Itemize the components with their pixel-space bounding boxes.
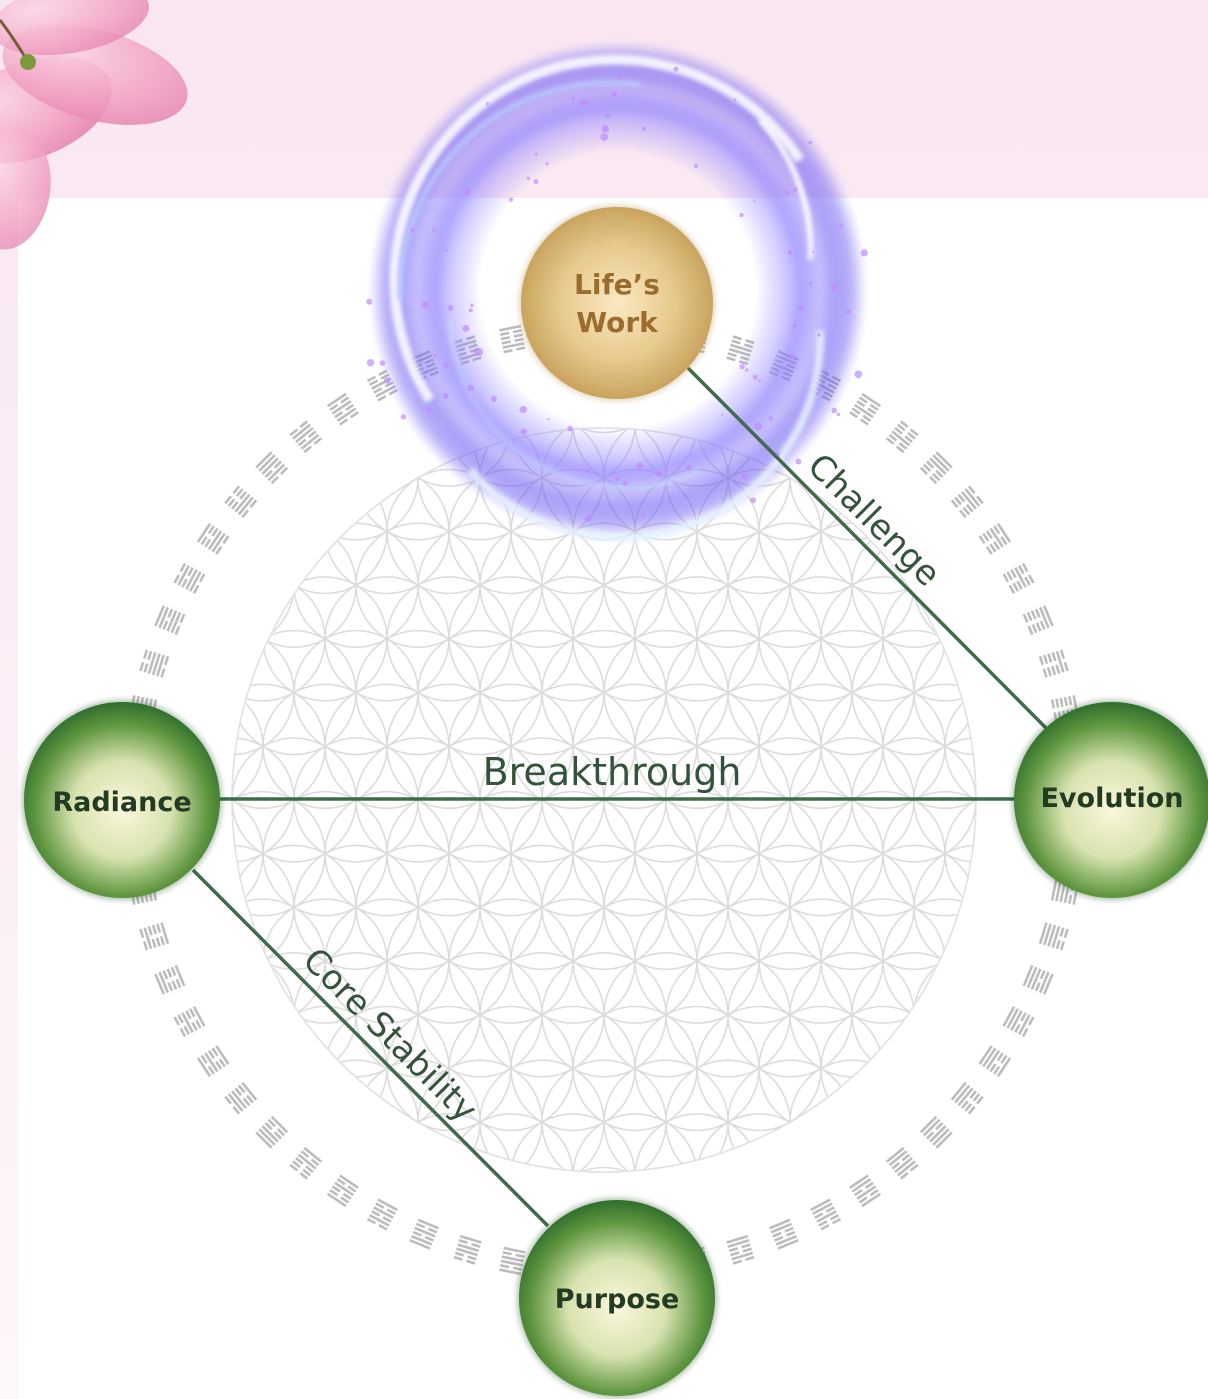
sparkle-dot (585, 515, 592, 522)
sparkle-dot (742, 473, 748, 479)
sparkle-dot (785, 190, 790, 195)
node-purpose-label: Purpose (555, 1284, 680, 1315)
sparkle-dot (367, 359, 374, 366)
node-evolution: Evolution (1012, 700, 1208, 900)
sparkle-dot (753, 200, 755, 202)
sparkle-dot (605, 113, 610, 118)
sparkle-dot (432, 229, 435, 232)
sparkle-dot (750, 497, 756, 503)
sparkle-dot (721, 414, 723, 416)
sparkle-dot (835, 286, 838, 289)
sparkle-dot (839, 223, 843, 227)
sparkle-dot (641, 514, 645, 518)
sparkle-dot (366, 299, 372, 305)
sparkle-dot (469, 308, 473, 312)
sparkle-dot (616, 75, 621, 80)
sparkle-dot (734, 98, 737, 101)
sparkle-dot (521, 429, 527, 435)
sparkle-dot (745, 368, 748, 371)
sparkle-dot (600, 133, 608, 141)
sparkle-dot (475, 348, 483, 356)
sparkle-dot (433, 354, 437, 358)
sparkle-dot (567, 426, 573, 432)
sparkle-dot (443, 393, 449, 399)
sparkle-dot (686, 465, 691, 470)
sparkle-dot (763, 174, 766, 177)
node-radiance: Radiance (22, 700, 222, 900)
node-radiance-label: Radiance (52, 787, 191, 818)
sparkle-dot (673, 67, 678, 72)
sparkle-dot (473, 343, 475, 345)
sparkle-dot (739, 213, 743, 217)
sparkle-dot (535, 153, 538, 156)
sparkle-dot (854, 370, 862, 378)
sparkle-dot (443, 363, 448, 368)
sparkle-dot (580, 99, 588, 107)
sparkle-dot (509, 197, 513, 201)
sparkle-dot (486, 102, 489, 105)
sparkle-dot (586, 469, 590, 473)
sparkle-dot (808, 141, 812, 145)
sparkle-dot (520, 406, 527, 413)
sparkle-dot (410, 228, 414, 232)
sparkle-dot (410, 311, 413, 314)
sparkle-dot (754, 423, 762, 431)
sparkle-dot (740, 364, 745, 369)
sparkle-dot (534, 179, 539, 184)
sparkle-dot (380, 360, 386, 366)
sparkle-dot (426, 407, 432, 413)
sparkle-dot (491, 396, 497, 402)
sparkle-dot (445, 249, 448, 252)
sparkle-dot (694, 164, 698, 168)
sparkle-dot (758, 380, 761, 383)
sparkle-dot (612, 91, 617, 96)
node-evolution-label: Evolution (1040, 783, 1183, 814)
sparkle-dot (793, 188, 797, 192)
sparkle-dot (793, 324, 797, 328)
sparkle-dot (467, 385, 474, 392)
sparkle-dot (861, 249, 868, 256)
sparkle-dot (642, 127, 646, 131)
sparkle-dot (636, 516, 639, 519)
sparkle-dot (790, 354, 795, 359)
sparkle-dot (572, 97, 576, 101)
sparkle-dot (769, 416, 773, 420)
sparkle-dot (442, 270, 444, 272)
node-lifes-work-label-line1: Life’s (574, 268, 660, 301)
sparkle-dot (753, 375, 758, 380)
sparkle-dot (465, 189, 472, 196)
sparkle-dot (648, 474, 650, 476)
sparkle-dot (798, 305, 804, 311)
node-lifes-work: Life’s Work (519, 205, 715, 401)
sparkle-dot (788, 250, 793, 255)
sparkle-dot (637, 507, 640, 510)
sparkle-dot (795, 459, 801, 465)
sparkle-dot (831, 408, 837, 414)
sparkle-dot (384, 377, 390, 383)
node-lifes-work-label-line2: Work (576, 306, 659, 339)
sparkle-dot (422, 301, 429, 308)
sparkle-dot (656, 471, 662, 477)
sparkle-dot (401, 414, 406, 419)
sparkle-dot (846, 309, 851, 314)
sparkle-dot (448, 305, 454, 311)
sparkle-dot (817, 333, 821, 337)
sparkle-dot (545, 162, 548, 165)
sparkle-dot (615, 476, 620, 481)
sparkle-dot (602, 125, 610, 133)
sparkle-dot (812, 251, 814, 253)
sparkle-dot (547, 418, 549, 420)
sparkle-dot (837, 413, 840, 416)
sparkle-dot (463, 325, 470, 332)
node-purpose: Purpose (517, 1198, 717, 1398)
sparkle-dot (470, 303, 474, 307)
edge-label-breakthrough: Breakthrough (483, 750, 742, 794)
sparkle-dot (636, 462, 643, 469)
sparkle-dot (527, 177, 530, 180)
sparkle-dot (623, 481, 628, 486)
sparkle-dot (809, 282, 812, 285)
